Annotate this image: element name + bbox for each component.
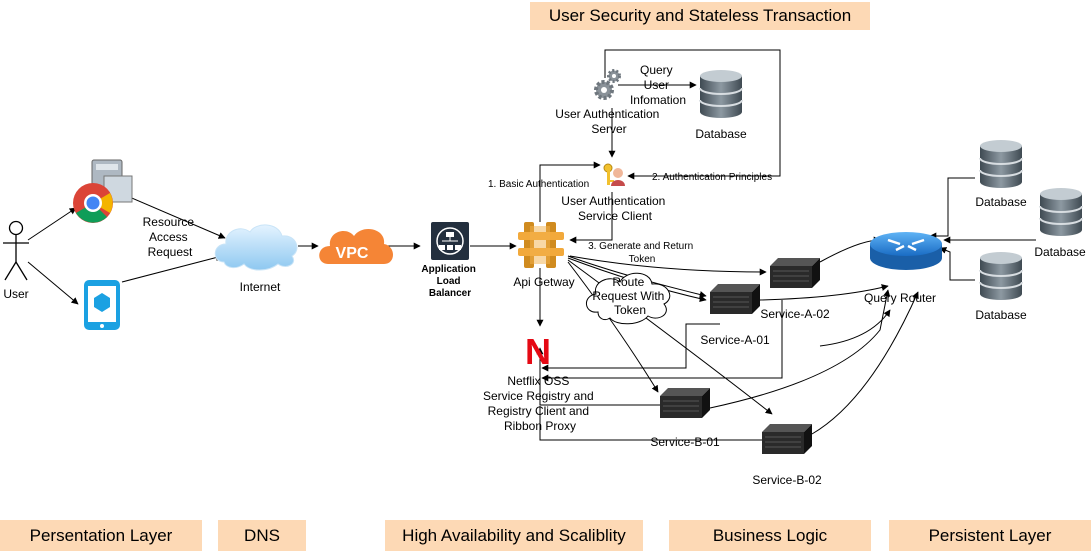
load-balancer-label: Application Load Balancer: [421, 264, 478, 299]
user-label: User: [3, 287, 28, 301]
api-gateway-label: Api Getway: [513, 275, 574, 289]
database-2-icon: [1039, 187, 1083, 237]
title-banner: User Security and Stateless Transaction: [530, 2, 870, 30]
mobile-app-icon: [84, 280, 120, 330]
layer-persistent: Persistent Layer: [889, 520, 1091, 551]
layer-business-logic: Business Logic: [669, 520, 871, 551]
internet-label: Internet: [240, 280, 281, 294]
user-icon: [3, 220, 29, 281]
query-user-info-label: Query User Infomation: [630, 63, 686, 107]
service-a01-server-icon: [709, 283, 761, 315]
layer-high-availability: High Availability and Scaliblity: [385, 520, 643, 551]
database-3-label: Database: [975, 308, 1027, 322]
netflix-label: Netflix OSS Service Registry and Registr…: [483, 374, 597, 433]
layer-presentation: Persentation Layer: [0, 520, 202, 551]
auth-client-label: User Authentication Service Client: [561, 194, 668, 223]
database-3-icon: [979, 251, 1023, 301]
vpc-cloud-icon: VPC: [319, 229, 393, 264]
step3-label: 3. Generate and Return Token: [588, 241, 696, 265]
step2-label: 2. Authentication Principles: [652, 172, 772, 183]
gear-icon: [594, 69, 621, 100]
internet-cloud-icon: [214, 224, 298, 271]
database-1-icon: [979, 139, 1023, 189]
database-1-label: Database: [975, 195, 1027, 209]
layer-dns: DNS: [218, 520, 306, 551]
resource-request-label: Resource Access Request: [143, 215, 198, 259]
database-2-label: Database: [1034, 245, 1086, 259]
vpc-label: VPC: [336, 245, 369, 262]
service-b01-label: Service-B-01: [650, 435, 720, 449]
route-request-cloud: [586, 272, 671, 325]
browser-icon: [73, 159, 133, 223]
service-a02-server-icon: [769, 257, 821, 289]
netflix-logo-icon: N: [525, 331, 551, 372]
service-b02-label: Service-B-02: [752, 473, 822, 487]
service-a01-label: Service-A-01: [700, 333, 770, 347]
service-b01-server-icon: [659, 387, 711, 419]
route-request-label: Route Request With Token: [592, 275, 667, 317]
query-router-icon: [870, 232, 942, 270]
connectors: [27, 49, 1036, 441]
service-b02-server-icon: [761, 423, 813, 455]
auth-server-label: User Authentication Server: [555, 107, 662, 136]
api-gateway-icon: [518, 222, 564, 268]
auth-database-label: Database: [695, 127, 747, 141]
query-router-label: Query Router: [864, 291, 936, 305]
step1-label: 1. Basic Authentication: [488, 179, 589, 190]
service-a02-label: Service-A-02: [760, 307, 830, 321]
load-balancer-icon: [431, 222, 469, 260]
key-user-icon: [603, 163, 625, 186]
auth-database-icon: [699, 69, 743, 119]
